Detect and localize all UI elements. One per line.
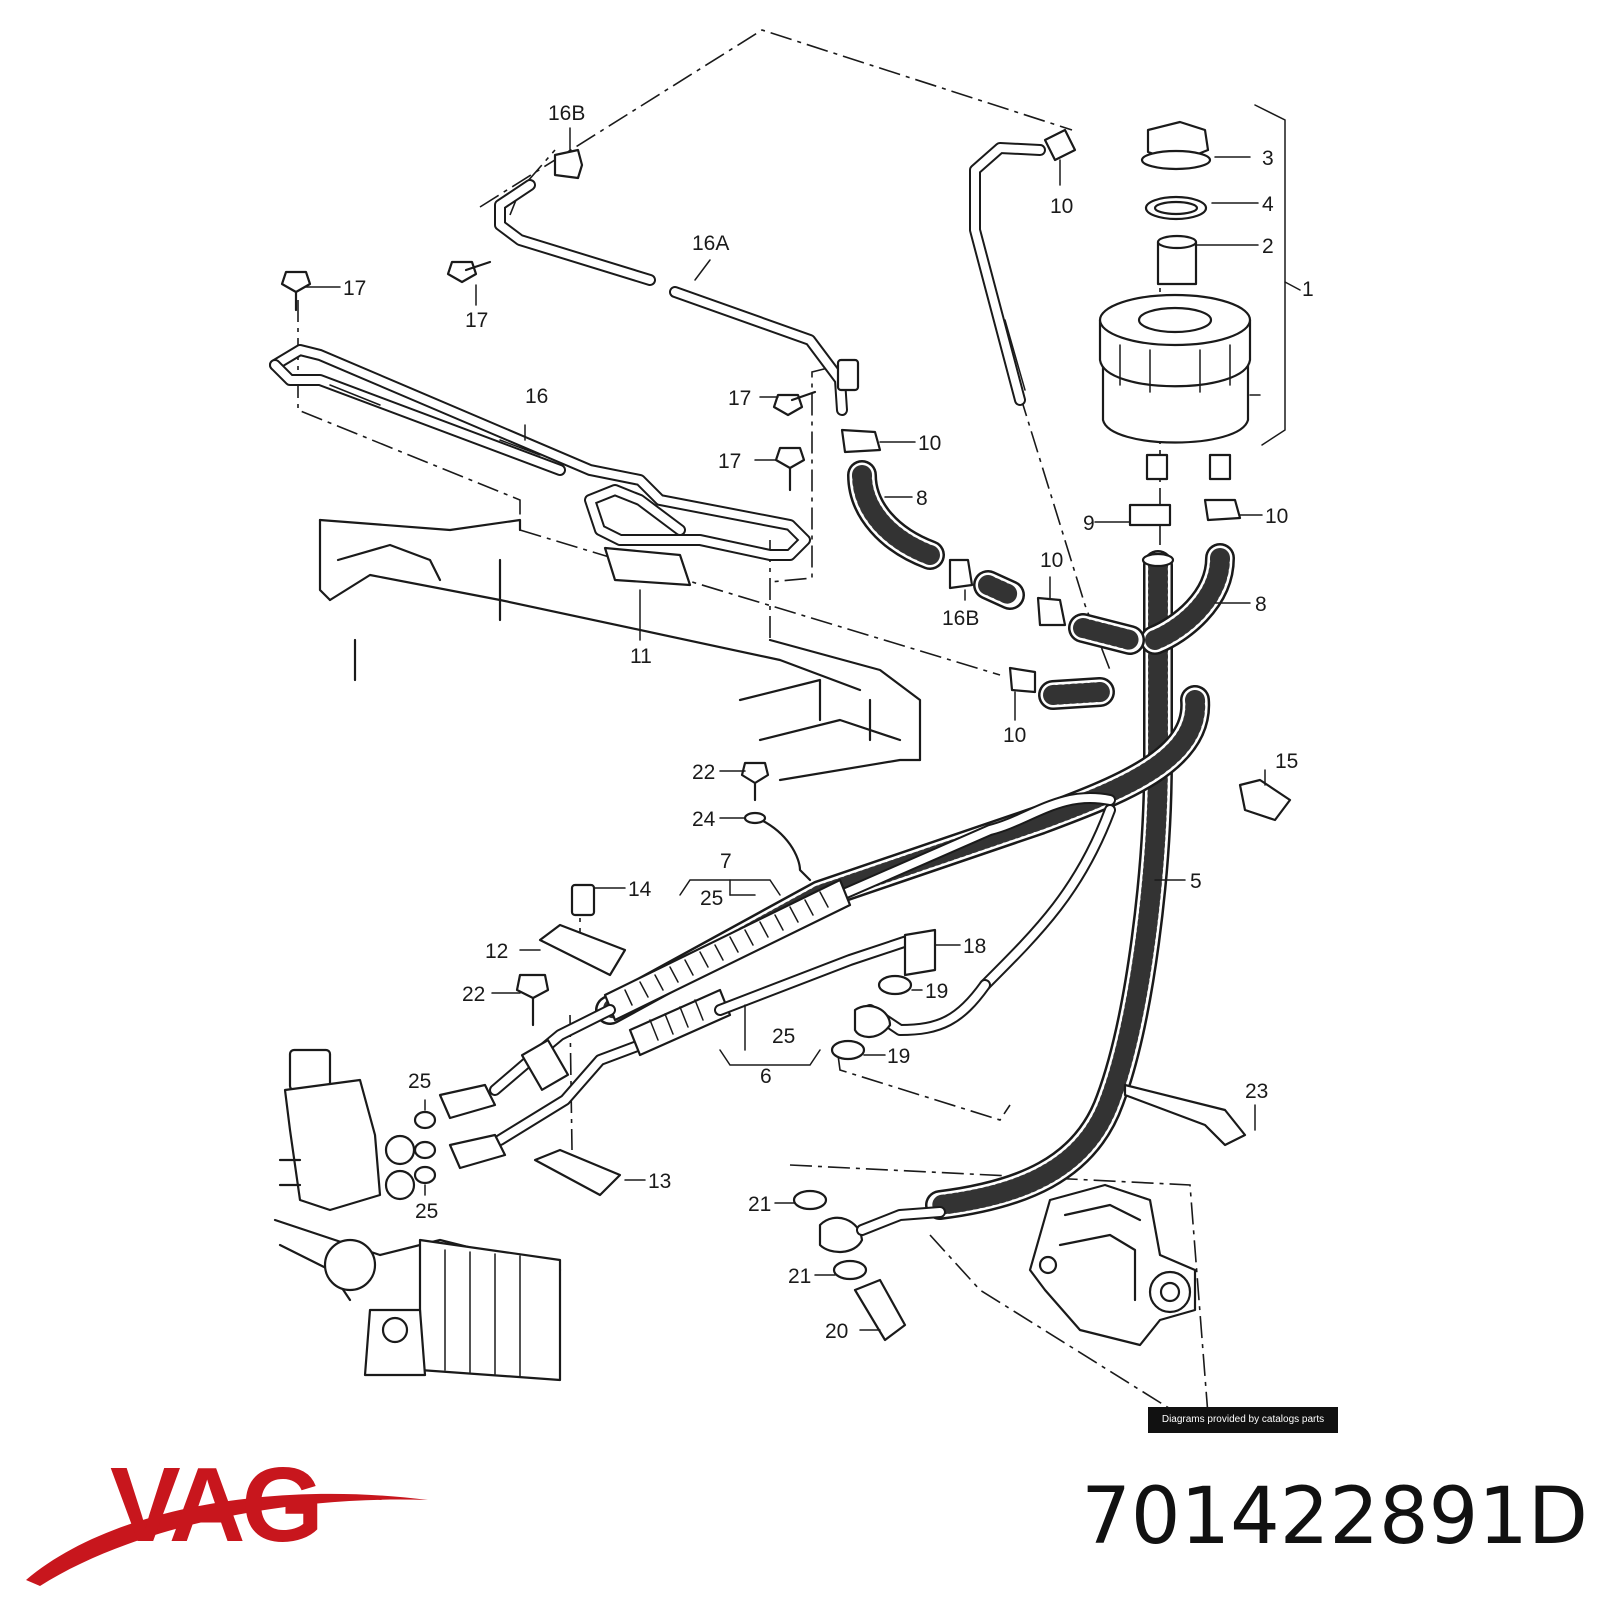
callout-25-upper-hose: 25 (700, 887, 723, 910)
callout-1: 1 (1302, 278, 1314, 301)
callout-labels: 1 2 3 4 5 6 7 8 8 9 10 10 10 10 10 11 12… (343, 102, 1314, 1343)
callout-7: 7 (720, 850, 732, 873)
callout-8-right: 8 (1255, 593, 1267, 616)
diagram-credit-badge: Diagrams provided by catalogs parts (1148, 1407, 1338, 1433)
hardware (280, 128, 1292, 1342)
callout-17-mid: 17 (728, 387, 751, 410)
callout-14: 14 (628, 878, 652, 901)
callout-6: 6 (760, 1065, 772, 1088)
callout-18: 18 (963, 935, 986, 958)
callout-24: 24 (692, 808, 716, 831)
callout-17-low: 17 (718, 450, 741, 473)
reservoir-feed-pipe (969, 142, 1046, 406)
callout-11: 11 (630, 645, 652, 668)
callout-10-reservoir: 10 (1265, 505, 1288, 528)
callout-3: 3 (1262, 147, 1274, 170)
part-number: 701422891D (1081, 1472, 1588, 1562)
callout-10-mid: 10 (1040, 549, 1063, 572)
callout-17-upper: 17 (465, 309, 488, 332)
pressure-return-lines (438, 685, 1211, 1170)
assembly-1-bracket (1254, 104, 1301, 446)
hose-8-right (1140, 543, 1235, 655)
callout-13: 13 (648, 1170, 671, 1193)
callout-2: 2 (1262, 235, 1274, 258)
callout-16: 16 (525, 385, 548, 408)
callout-5: 5 (1190, 870, 1202, 893)
callout-19-upper: 19 (925, 980, 948, 1003)
callout-15: 15 (1275, 750, 1298, 773)
return-line-16a (494, 179, 860, 416)
subframe (318, 518, 922, 782)
callout-20: 20 (825, 1320, 848, 1343)
callout-16a: 16A (692, 232, 729, 255)
callout-21-lower: 21 (788, 1265, 811, 1288)
callout-10-top: 10 (1050, 195, 1073, 218)
short-hoses (973, 570, 1145, 710)
return-line-16 (269, 344, 811, 561)
suction-hose-5 (925, 550, 1175, 1220)
callout-21-upper: 21 (748, 1193, 771, 1216)
callout-12: 12 (485, 940, 508, 963)
steering-rack (273, 1048, 562, 1382)
callout-16b-top: 16B (548, 102, 585, 125)
fluid-reservoir (1098, 120, 1252, 481)
hose-8-left (847, 460, 945, 570)
callout-9: 9 (1083, 512, 1095, 535)
brand-logo-text: VAG (110, 1446, 324, 1564)
callout-25-rack-top: 25 (408, 1070, 431, 1093)
callout-16b-mid: 16B (942, 607, 979, 630)
steering-pump (1028, 1183, 1197, 1347)
callout-17-left: 17 (343, 277, 366, 300)
callout-22-upper: 22 (692, 761, 715, 784)
leader-lines (305, 127, 1266, 1331)
callout-25-lower-hose: 25 (772, 1025, 795, 1048)
callout-25-rack-bottom: 25 (415, 1200, 438, 1223)
callout-22-lower: 22 (462, 983, 485, 1006)
callout-23: 23 (1245, 1080, 1268, 1103)
callout-4: 4 (1262, 193, 1274, 216)
callout-10-low: 10 (1003, 724, 1026, 747)
callout-8-left: 8 (916, 487, 928, 510)
vag-logo-swoosh (26, 1493, 428, 1586)
callout-19-lower: 19 (887, 1045, 910, 1068)
callout-10-clamp: 10 (918, 432, 941, 455)
